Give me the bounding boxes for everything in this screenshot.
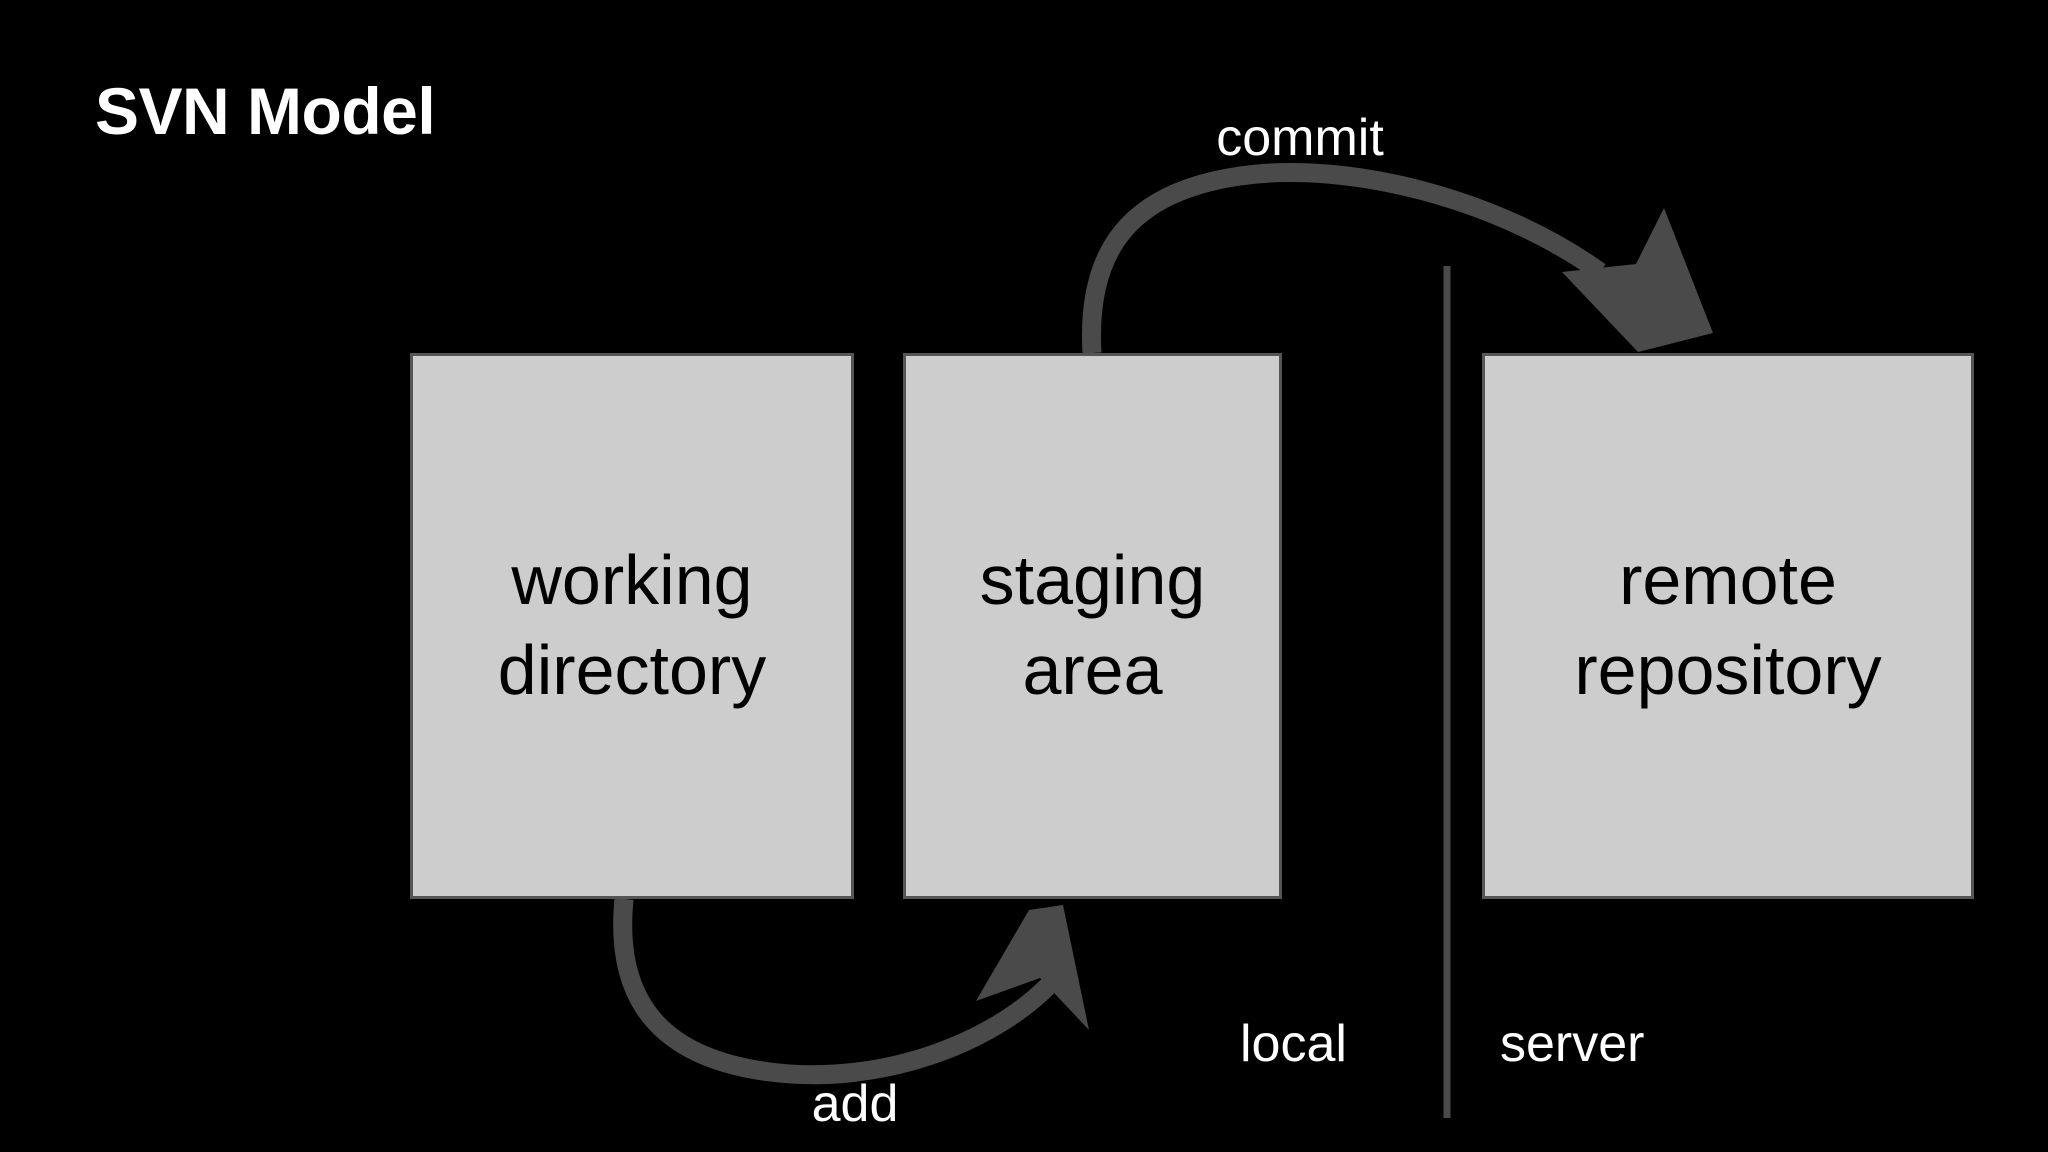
node-line-1: working — [511, 541, 753, 620]
node-staging-area-label: staging area — [974, 536, 1212, 715]
commit-arrow — [1081, 163, 1713, 354]
zone-label-local: local — [1240, 1015, 1347, 1073]
node-line-1: staging — [979, 541, 1206, 620]
node-line-2: area — [1022, 631, 1163, 709]
edge-label-commit: commit — [1216, 109, 1384, 167]
node-line-1: remote — [1619, 541, 1837, 620]
edge-label-add: add — [811, 1075, 899, 1133]
node-working-directory-label: working directory — [492, 536, 772, 715]
zone-label-server: server — [1500, 1015, 1645, 1073]
page-title: SVN Model — [95, 74, 436, 148]
add-arrow — [613, 898, 1089, 1085]
node-staging-area[interactable]: staging area — [903, 353, 1282, 899]
node-line-2: directory — [497, 631, 767, 709]
node-remote-repository[interactable]: remote repository — [1482, 353, 1974, 899]
node-remote-repository-label: remote repository — [1568, 536, 1887, 715]
node-line-2: repository — [1574, 631, 1882, 709]
node-working-directory[interactable]: working directory — [410, 353, 854, 899]
